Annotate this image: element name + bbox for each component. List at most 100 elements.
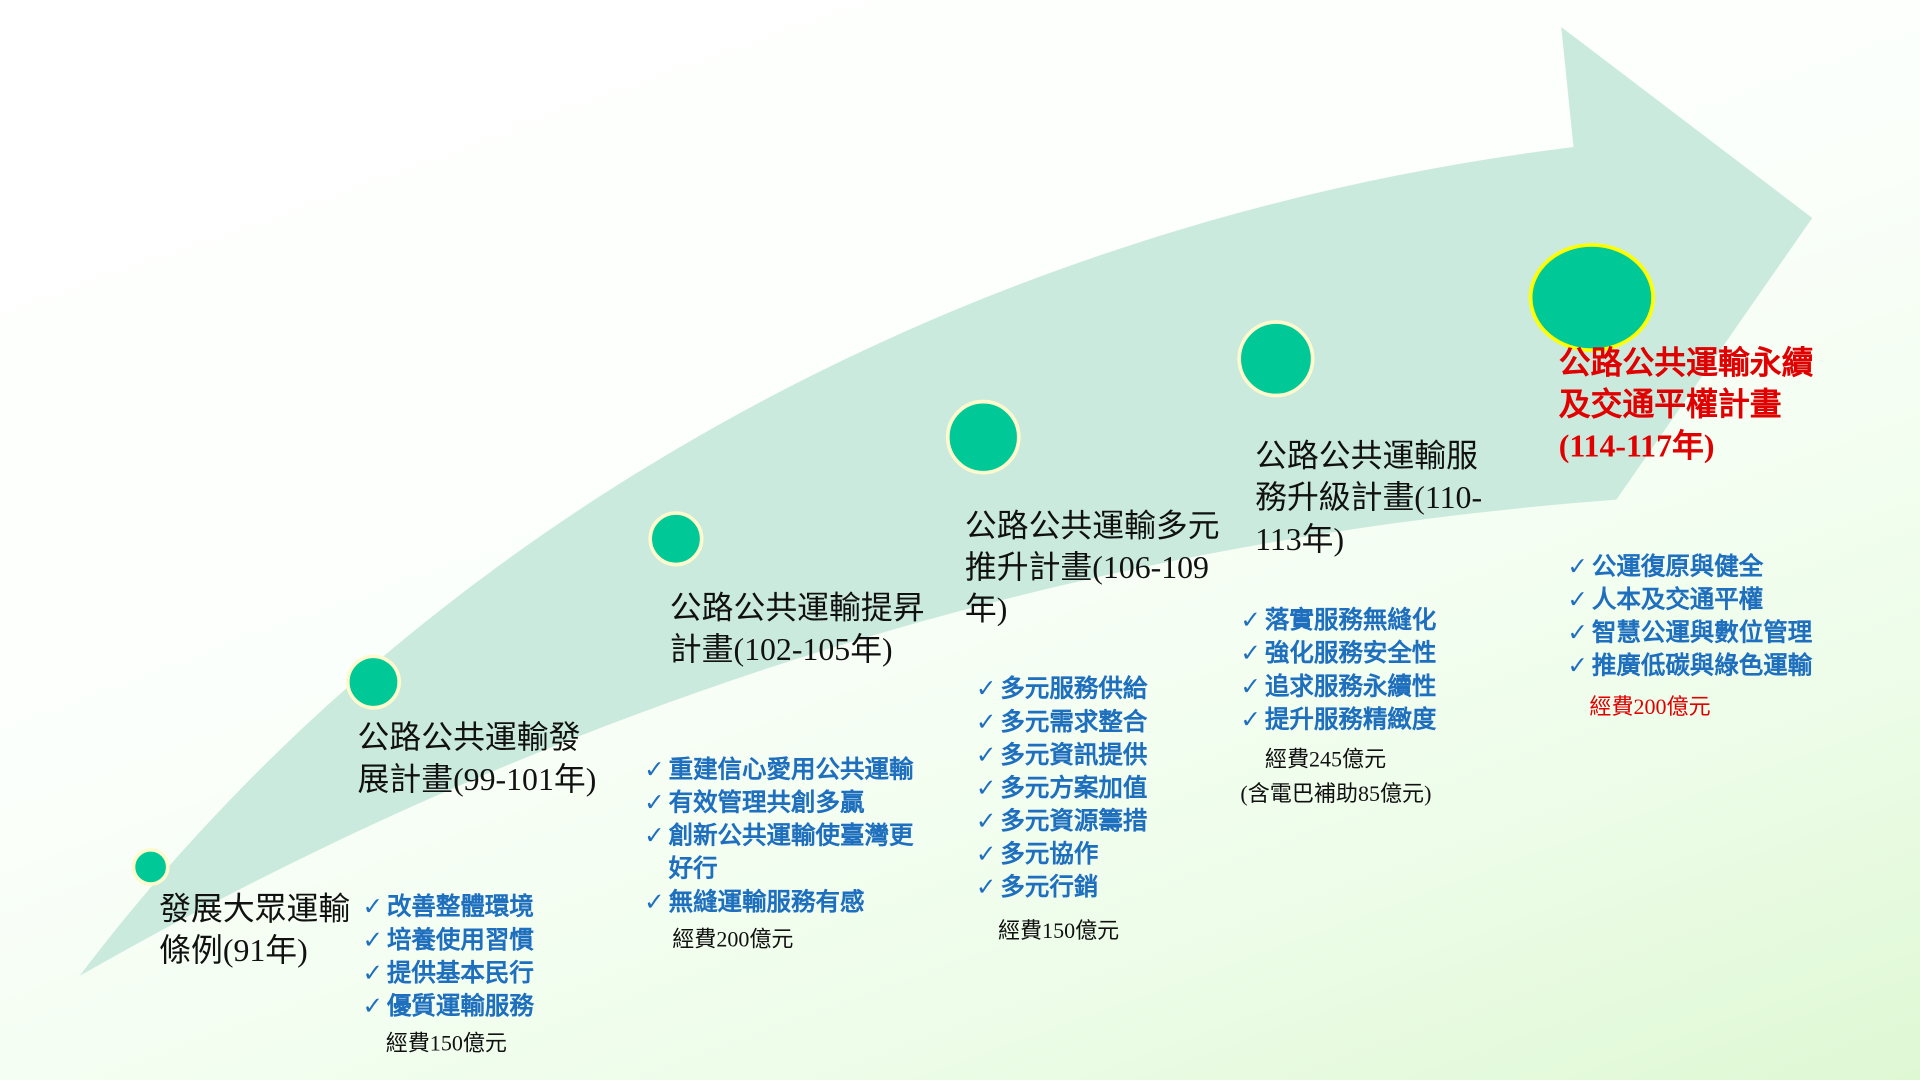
check-icon: ✓ bbox=[975, 775, 997, 803]
goal-item: ✓創新公共運輸使臺灣更好行 bbox=[644, 820, 913, 886]
title-line: 公路公共運輸服 bbox=[1255, 438, 1478, 474]
goal-text: 公運復原與健全 bbox=[1591, 553, 1764, 581]
check-icon: ✓ bbox=[1567, 619, 1588, 647]
goal-item: ✓強化服務安全性 bbox=[1240, 638, 1436, 671]
stage-4-goals: ✓多元服務供給 ✓多元需求整合 ✓多元資訊提供 ✓多元方案加值 ✓多元資源籌措 … bbox=[976, 673, 1147, 904]
title-line: 及交通平權計畫 bbox=[1558, 386, 1782, 423]
stage-2-title: 公路公共運輸發 展計畫(99-101年) bbox=[358, 718, 597, 801]
title-line: 公路公共運輸多元 bbox=[964, 508, 1220, 544]
title-line: 發展大眾運輸 bbox=[159, 891, 351, 927]
check-icon: ✓ bbox=[975, 808, 997, 836]
goal-text: 人本及交通平權 bbox=[1591, 586, 1764, 614]
goal-item: ✓人本及交通平權 bbox=[1567, 584, 1812, 617]
check-icon: ✓ bbox=[362, 993, 383, 1021]
goal-text: 追求服務永續性 bbox=[1264, 673, 1437, 701]
goal-text: 落實服務無縫化 bbox=[1264, 607, 1437, 635]
title-line: 務升級計畫(110- bbox=[1255, 480, 1483, 516]
stage-6-budget: 經費200億元 bbox=[1589, 694, 1711, 719]
title-line: 公路公共運輸發 bbox=[357, 720, 581, 756]
milestone-node-3 bbox=[648, 511, 704, 567]
goal-text: 多元需求整合 bbox=[1000, 708, 1148, 736]
goal-item: ✓無縫運輸服務有感 bbox=[644, 887, 913, 920]
stage-5-goals: ✓落實服務無縫化 ✓強化服務安全性 ✓追求服務永續性 ✓提升服務精緻度 bbox=[1240, 605, 1436, 737]
stage-5-title: 公路公共運輸服 務升級計畫(110- 113年) bbox=[1255, 436, 1482, 561]
check-icon: ✓ bbox=[975, 675, 997, 703]
stage-4-budget: 經費150億元 bbox=[997, 918, 1120, 943]
goal-item: ✓多元資源籌措 bbox=[976, 806, 1147, 839]
goal-text: 多元方案加值 bbox=[1000, 775, 1148, 803]
goal-text: 優質運輸服務 bbox=[386, 993, 534, 1021]
stage-1-budget: 經費150億元 bbox=[385, 1031, 507, 1056]
goal-item: ✓公運復原與健全 bbox=[1567, 551, 1812, 584]
check-icon: ✓ bbox=[1240, 673, 1261, 701]
goal-text: 提供基本民行 bbox=[386, 960, 534, 987]
goal-text: 改善整體環境 bbox=[386, 893, 534, 921]
goal-text: 多元資源籌措 bbox=[1000, 808, 1148, 836]
goal-text: 智慧公運與數位管理 bbox=[1591, 619, 1813, 647]
goal-item: ✓多元資訊提供 bbox=[976, 740, 1147, 773]
goal-item: ✓多元行銷 bbox=[976, 872, 1147, 905]
title-line: 年) bbox=[964, 591, 1008, 627]
stage-6-title: 公路公共運輸永續 及交通平權計畫 (114-117年) bbox=[1559, 343, 1814, 468]
check-icon: ✓ bbox=[644, 756, 665, 784]
goal-item: ✓智慧公運與數位管理 bbox=[1567, 617, 1812, 650]
stage-6-goals: ✓公運復原與健全 ✓人本及交通平權 ✓智慧公運與數位管理 ✓推廣低碳與綠色運輸 bbox=[1567, 551, 1812, 683]
goal-item: ✓提升服務精緻度 bbox=[1240, 704, 1436, 737]
stage-5-budget-note: (含電巴補助85億元) bbox=[1240, 781, 1432, 806]
stage-1-title: 發展大眾運輸 條例(91年) bbox=[159, 889, 350, 972]
goal-item: ✓落實服務無縫化 bbox=[1240, 605, 1436, 638]
goal-text: 推廣低碳與綠色運輸 bbox=[1591, 652, 1813, 680]
check-icon: ✓ bbox=[1240, 640, 1261, 668]
goal-text: 強化服務安全性 bbox=[1264, 640, 1437, 668]
goal-item: ✓重建信心愛用公共運輸 bbox=[644, 754, 913, 787]
title-line: 113年) bbox=[1255, 521, 1345, 558]
goal-item: ✓改善整體環境 bbox=[362, 891, 533, 924]
goal-item: ✓培養使用習慣 bbox=[362, 924, 533, 957]
check-icon: ✓ bbox=[975, 841, 997, 869]
goal-item: ✓追求服務永續性 bbox=[1240, 671, 1436, 704]
goal-text: 多元協作 bbox=[1000, 841, 1099, 869]
check-icon: ✓ bbox=[975, 742, 997, 769]
stage-2-budget: 經費200億元 bbox=[672, 926, 794, 952]
check-icon: ✓ bbox=[975, 708, 997, 736]
check-icon: ✓ bbox=[975, 874, 997, 902]
check-icon: ✓ bbox=[1567, 586, 1588, 614]
check-icon: ✓ bbox=[644, 789, 665, 817]
stage-3-title: 公路公共運輸提昇 計畫(102-105年) bbox=[670, 588, 925, 671]
goal-item: ✓有效管理共創多贏 bbox=[644, 787, 913, 820]
check-icon: ✓ bbox=[644, 888, 665, 916]
title-line: 公路公共運輸提昇 bbox=[669, 590, 925, 626]
check-icon: ✓ bbox=[1567, 652, 1588, 680]
goal-text: 培養使用習慣 bbox=[386, 926, 534, 954]
check-icon: ✓ bbox=[1240, 706, 1261, 734]
check-icon: ✓ bbox=[1567, 553, 1588, 581]
title-line: (114-117年) bbox=[1558, 428, 1715, 465]
title-line: 計畫(102-105年) bbox=[669, 631, 893, 668]
milestone-node-6 bbox=[1528, 243, 1655, 353]
growth-arrow bbox=[79, 26, 1813, 976]
title-line: 推升計畫(106-109 bbox=[964, 549, 1209, 586]
goal-text: 提升服務精緻度 bbox=[1264, 706, 1437, 734]
check-icon: ✓ bbox=[1240, 607, 1261, 635]
check-icon: ✓ bbox=[644, 822, 665, 850]
goal-text: 多元服務供給 bbox=[1000, 675, 1148, 703]
milestone-node-4 bbox=[945, 399, 1021, 475]
stage-4-title: 公路公共運輸多元 推升計畫(106-109 年) bbox=[965, 506, 1220, 631]
goal-item: ✓優質運輸服務 bbox=[362, 991, 533, 1024]
goal-item: ✓多元需求整合 bbox=[976, 707, 1147, 740]
goal-text: 無縫運輸服務有感 bbox=[668, 888, 865, 916]
goal-item: ✓多元方案加值 bbox=[976, 773, 1147, 806]
goal-item: ✓推廣低碳與綠色運輸 bbox=[1567, 650, 1812, 683]
title-line: 展計畫(99-101年) bbox=[357, 761, 597, 798]
milestone-node-2 bbox=[345, 654, 402, 710]
title-line: 條例(91年) bbox=[159, 933, 308, 969]
goal-text: 重建信心愛用公共運輸 bbox=[668, 756, 914, 784]
goal-item: ✓多元協作 bbox=[976, 839, 1147, 872]
goal-item: ✓提供基本民行 bbox=[362, 958, 533, 991]
milestone-node-5 bbox=[1237, 320, 1315, 398]
goal-text: 多元資訊提供 bbox=[1000, 742, 1148, 769]
stage-2-goals: ✓重建信心愛用公共運輸 ✓有效管理共創多贏 ✓創新公共運輸使臺灣更好行 ✓無縫運… bbox=[644, 754, 913, 919]
goal-item: ✓多元服務供給 bbox=[976, 673, 1147, 706]
